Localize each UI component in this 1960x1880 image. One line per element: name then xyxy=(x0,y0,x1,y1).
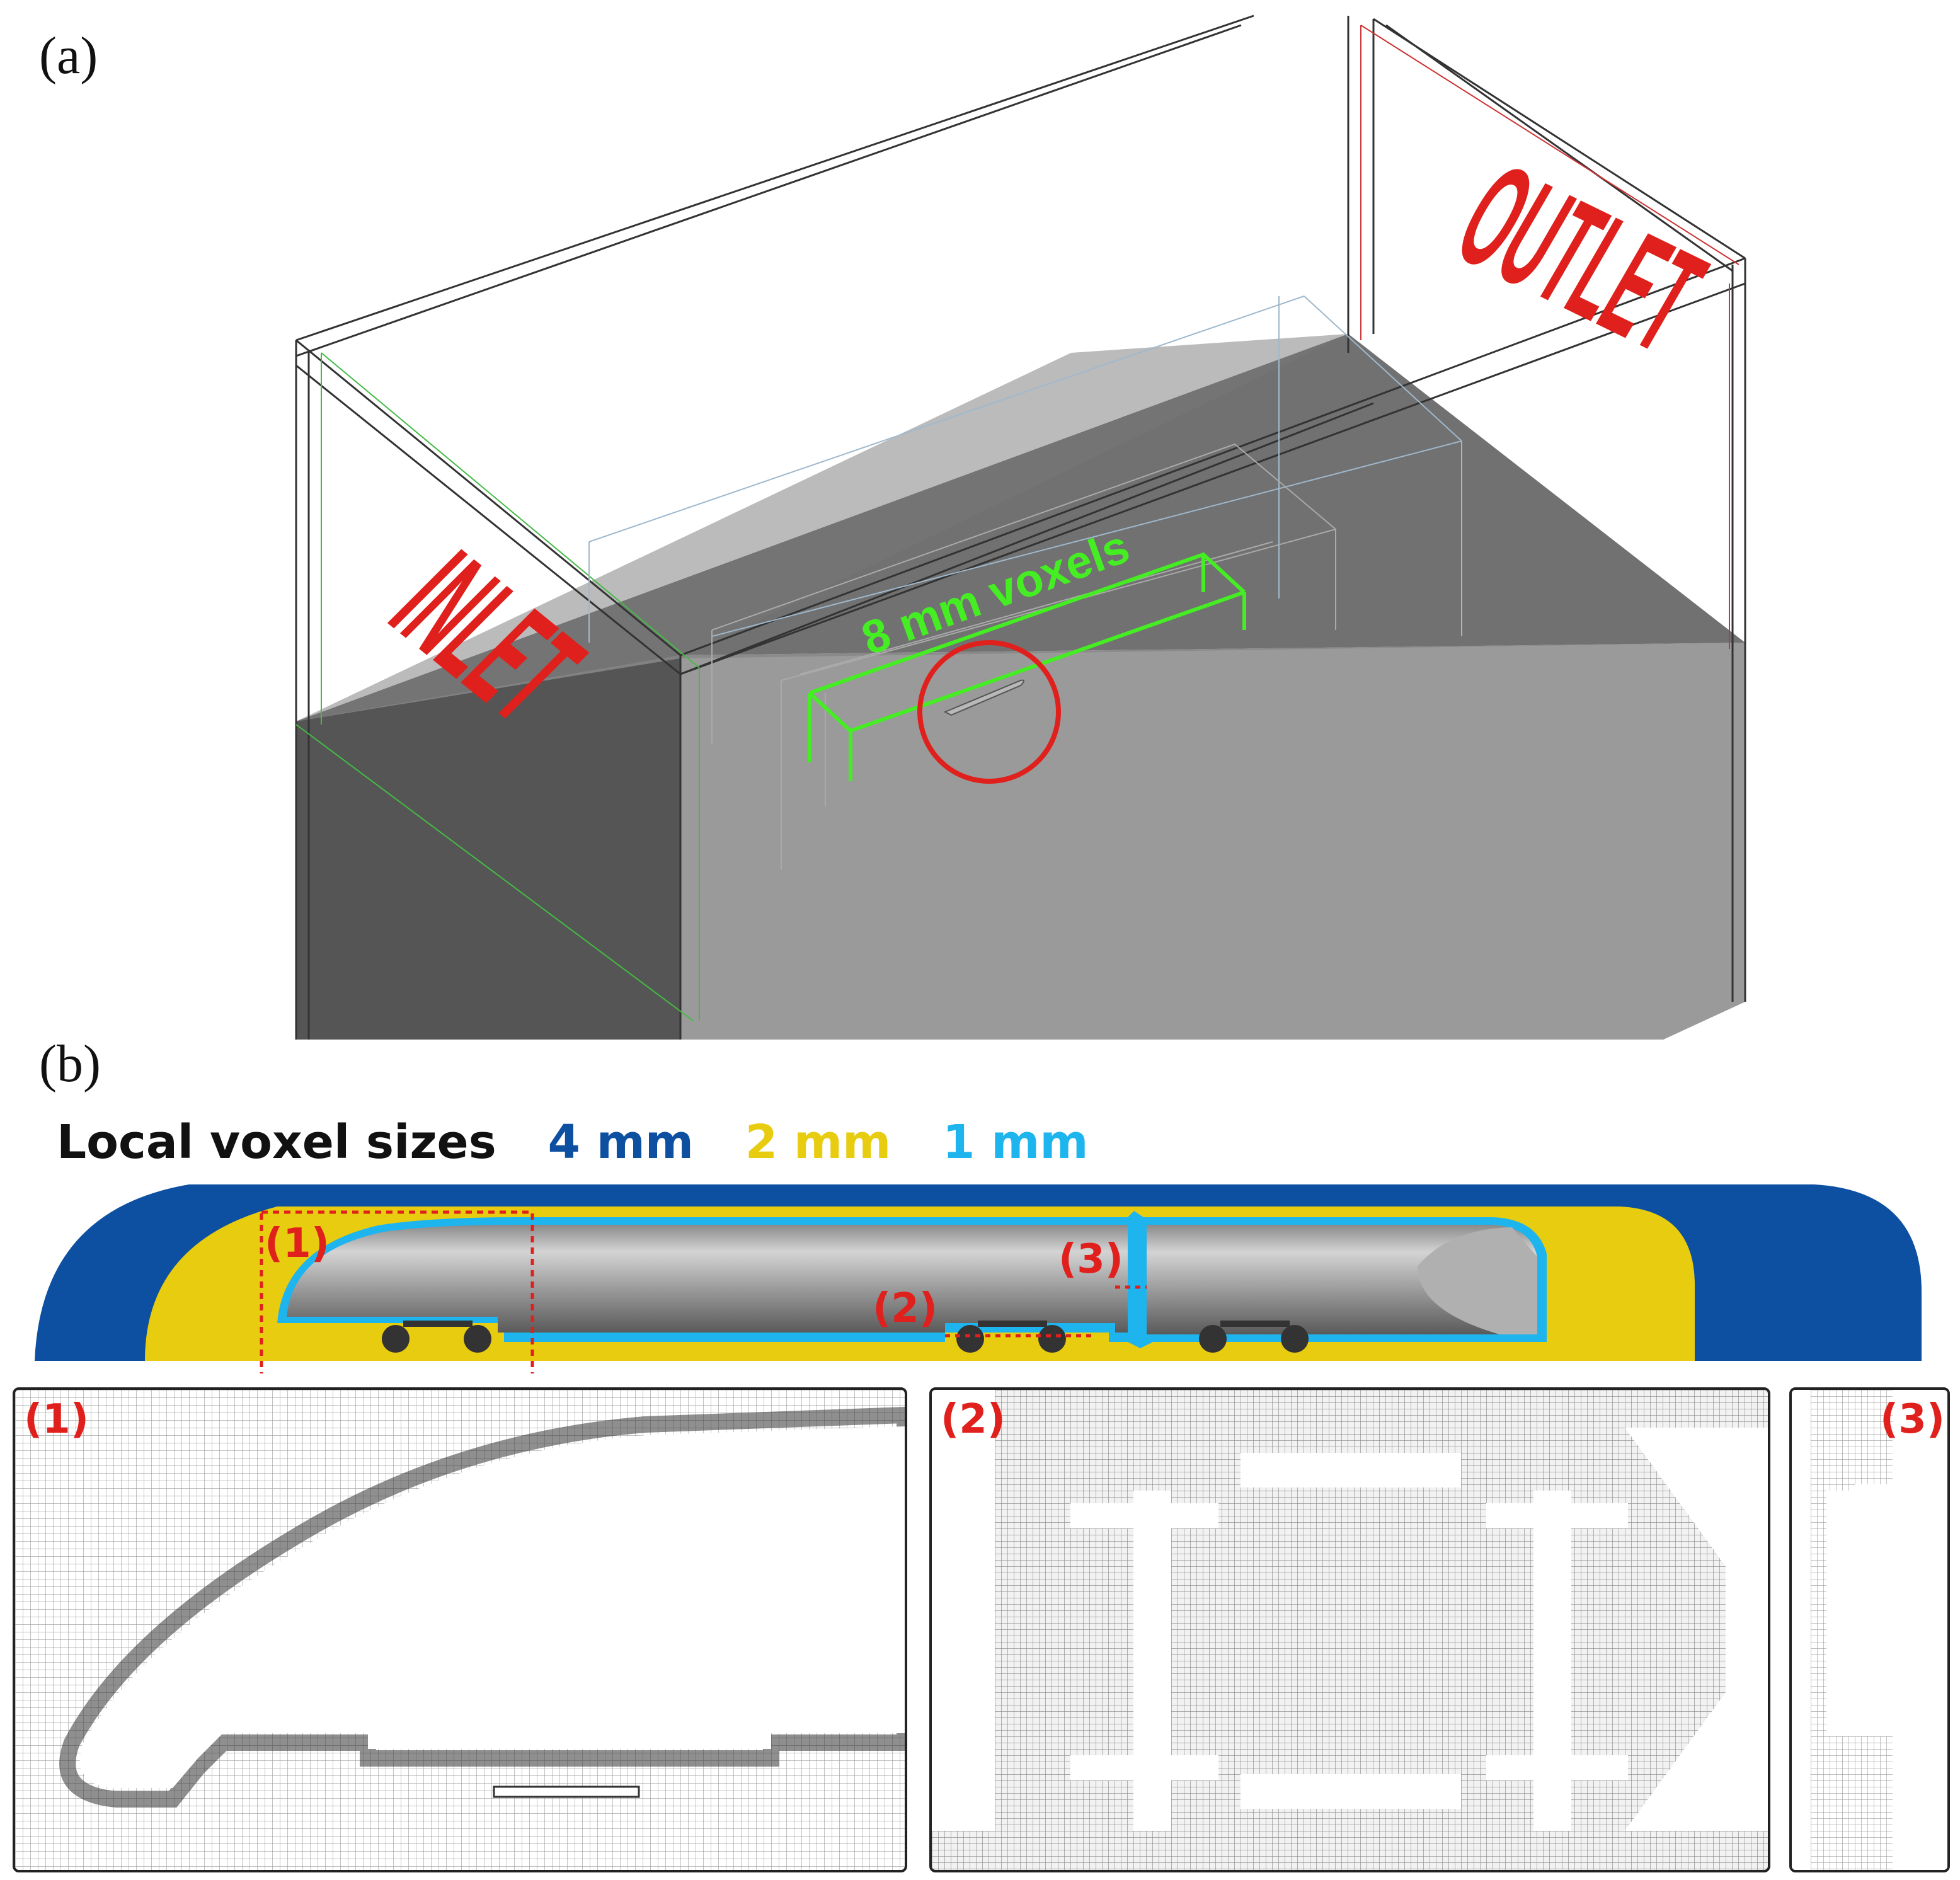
bogie-slot xyxy=(1241,1774,1461,1809)
mesh-detail-gap xyxy=(1792,1390,1947,1870)
front-side-face xyxy=(680,643,1745,1040)
wheel xyxy=(1281,1325,1309,1353)
callout-label-1: (1) xyxy=(265,1220,330,1267)
train-side-view: (1) (2) (3) xyxy=(35,1184,1922,1373)
outer-box-wireframe xyxy=(295,14,1746,1040)
wheel xyxy=(1199,1325,1227,1353)
zoom-panel-1: (1) xyxy=(13,1387,907,1872)
zoom-panel-3: (3) xyxy=(1789,1387,1950,1872)
callout-label-2: (2) xyxy=(873,1285,937,1332)
train-car-front xyxy=(287,1225,1128,1333)
legend-2mm: 2 mm xyxy=(745,1115,891,1169)
zoom-label-1: (1) xyxy=(24,1396,89,1443)
train-rear-nose xyxy=(1418,1227,1537,1334)
inner-box-green xyxy=(295,352,700,1021)
bogie-frame xyxy=(403,1321,473,1327)
wheel xyxy=(1038,1325,1066,1353)
mesh-detail-bogie xyxy=(932,1390,1768,1870)
zoom-panel-2: (2) xyxy=(929,1387,1770,1872)
voxel-box-8mm xyxy=(808,552,1246,781)
panel-b-label: (b) xyxy=(39,1035,101,1093)
panel-a-label: (a) xyxy=(39,26,98,85)
bogies xyxy=(382,1321,1309,1353)
legend-4mm: 4 mm xyxy=(547,1115,694,1169)
callout-label-3: (3) xyxy=(1058,1236,1123,1283)
domain-3d-view: INLET OUTLET 8 mm voxels xyxy=(295,14,1746,1040)
bogie-frame xyxy=(978,1321,1047,1327)
legend-1mm: 1 mm xyxy=(943,1115,1089,1169)
callout-box-1 xyxy=(260,1210,534,1373)
refinement-box-outer xyxy=(588,295,1462,643)
zoom-label-3: (3) xyxy=(1880,1396,1946,1443)
ground-shade xyxy=(296,334,1348,721)
wheel xyxy=(956,1325,984,1353)
inlet-side-face xyxy=(296,658,680,1040)
train-model-small xyxy=(943,679,1024,716)
bogie-frame xyxy=(1220,1321,1290,1327)
inner-box-red xyxy=(1360,25,1739,649)
wheel xyxy=(382,1325,410,1353)
zoom-label-2: (2) xyxy=(941,1396,1006,1443)
legend-title: Local voxel sizes xyxy=(57,1115,496,1169)
mesh-detail-nose xyxy=(15,1390,905,1870)
wheel xyxy=(464,1325,491,1353)
train-highlight-circle xyxy=(917,640,1061,784)
bogie-slot xyxy=(1241,1453,1461,1487)
voxel-size-legend: Local voxel sizes 4 mm 2 mm 1 mm xyxy=(57,1115,1123,1169)
outlet-label: OUTLET xyxy=(1433,134,1728,383)
